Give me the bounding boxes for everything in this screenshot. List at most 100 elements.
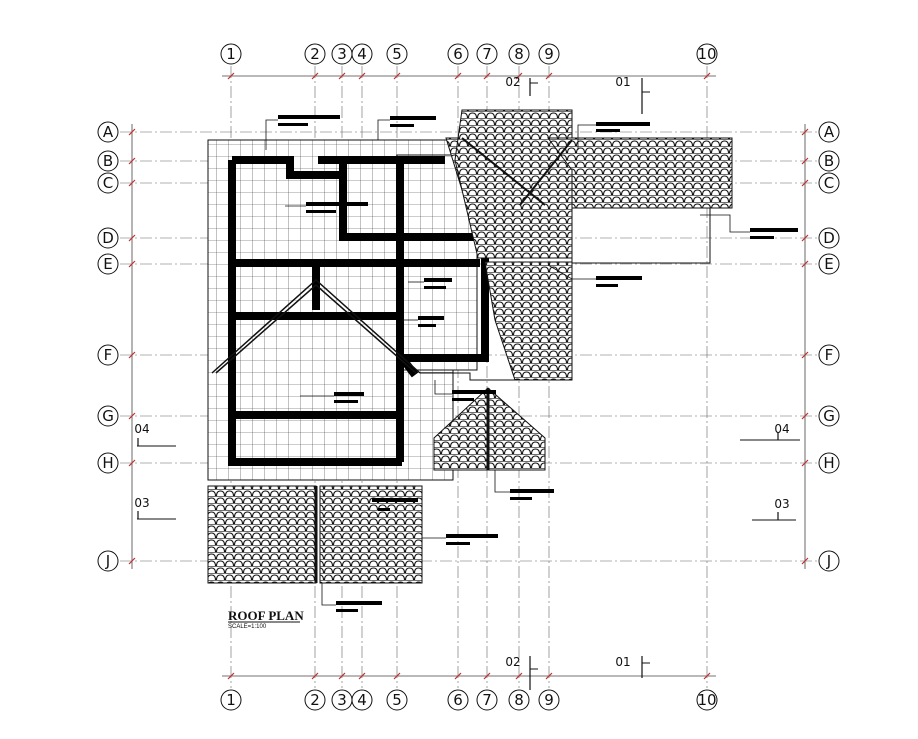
dimension-tick bbox=[128, 157, 136, 165]
grid-bubble-row-C: C bbox=[97, 172, 119, 194]
note-label bbox=[750, 236, 774, 239]
note-label bbox=[596, 129, 620, 132]
grid-label: C bbox=[824, 174, 834, 192]
dimension-tick bbox=[801, 260, 809, 268]
dimension-lines bbox=[128, 72, 809, 680]
grid-label: E bbox=[824, 255, 833, 273]
dimension-tick bbox=[311, 672, 319, 680]
dimension-tick bbox=[128, 412, 136, 420]
section-mark-vertical: 01 bbox=[615, 75, 650, 114]
note-label bbox=[336, 601, 382, 605]
section-mark-vertical: 02 bbox=[505, 75, 538, 96]
dimension-tick bbox=[128, 459, 136, 467]
note-label bbox=[446, 542, 470, 545]
grid-bubble-row-A: A bbox=[818, 121, 840, 143]
dimension-tick bbox=[227, 72, 235, 80]
section-mark-vertical: 02 bbox=[505, 655, 538, 690]
dimension-tick bbox=[515, 72, 523, 80]
dimension-tick bbox=[128, 179, 136, 187]
grid-bubble-col-6: 6 bbox=[447, 689, 469, 711]
grid-label: 4 bbox=[357, 45, 367, 63]
grid-label: 2 bbox=[310, 691, 320, 709]
dimension-tick bbox=[338, 672, 346, 680]
section-mark-horizontal: 04 bbox=[134, 422, 176, 447]
note-leader bbox=[700, 214, 750, 233]
grid-label: D bbox=[102, 229, 114, 247]
svg-text:02: 02 bbox=[505, 75, 520, 89]
dimension-tick bbox=[801, 557, 809, 565]
note-label bbox=[596, 122, 650, 126]
note-leader bbox=[434, 380, 452, 395]
grid-label: H bbox=[823, 454, 834, 472]
grid-bubble-row-G: G bbox=[818, 405, 840, 427]
section-mark-horizontal: 03 bbox=[752, 497, 796, 521]
grid-label: D bbox=[823, 229, 835, 247]
roof-framing-area bbox=[207, 139, 489, 481]
grid-bubble-row-H: H bbox=[97, 452, 119, 474]
tile-plane-upper-center bbox=[454, 109, 573, 259]
grid-label: A bbox=[103, 123, 114, 141]
svg-text:04: 04 bbox=[134, 422, 149, 436]
tile-plane-bottom-right bbox=[319, 485, 423, 584]
grid-label: 3 bbox=[337, 45, 347, 63]
dimension-tick bbox=[801, 412, 809, 420]
grid-label: J bbox=[105, 552, 110, 570]
note-label bbox=[372, 498, 418, 502]
dimension-tick bbox=[801, 128, 809, 136]
dimension-tick bbox=[703, 72, 711, 80]
grid-bubble-col-3: 3 bbox=[331, 689, 353, 711]
svg-text:02: 02 bbox=[505, 655, 520, 669]
note-leader bbox=[265, 119, 278, 150]
drawing-scale: SCALE=1:100 bbox=[228, 624, 267, 630]
grid-label: G bbox=[823, 407, 835, 425]
dimension-tick bbox=[311, 72, 319, 80]
annotation-notes bbox=[265, 115, 798, 612]
dimension-tick bbox=[128, 128, 136, 136]
dimension-tick bbox=[128, 234, 136, 242]
section-mark-horizontal: 03 bbox=[134, 496, 176, 520]
tile-plane-upper-right bbox=[547, 137, 733, 209]
note-label bbox=[418, 324, 436, 327]
roof-tiles bbox=[207, 109, 733, 584]
note-label bbox=[510, 497, 532, 500]
grid-label: 4 bbox=[357, 691, 367, 709]
dimension-tick bbox=[483, 672, 491, 680]
note-label bbox=[424, 286, 446, 289]
grid-bubble-col-1: 1 bbox=[220, 689, 242, 711]
grid-bubble-row-C: C bbox=[818, 172, 840, 194]
dimension-tick bbox=[358, 72, 366, 80]
grid-label: 10 bbox=[697, 691, 716, 709]
grid-bubble-col-7: 7 bbox=[476, 689, 498, 711]
grid-bubble-row-E: E bbox=[97, 253, 119, 275]
dimension-tick bbox=[801, 234, 809, 242]
grid-label: C bbox=[103, 174, 113, 192]
grid-bubble-col-5: 5 bbox=[386, 689, 408, 711]
grid-label: 7 bbox=[482, 691, 492, 709]
grid-label: 1 bbox=[226, 45, 236, 63]
dimension-tick bbox=[128, 260, 136, 268]
dimension-tick bbox=[545, 72, 553, 80]
grid-bubble-row-F: F bbox=[818, 344, 840, 366]
dimension-tick bbox=[801, 157, 809, 165]
tile-plane-middle bbox=[484, 261, 573, 381]
note-label bbox=[390, 116, 436, 120]
grid-label: B bbox=[103, 152, 113, 170]
grid-bubble-row-B: B bbox=[97, 150, 119, 172]
note-leader bbox=[321, 583, 336, 606]
note-label bbox=[452, 390, 496, 394]
grid-label: J bbox=[826, 552, 831, 570]
grid-bubble-row-F: F bbox=[97, 344, 119, 366]
note-label bbox=[306, 202, 368, 206]
note-label bbox=[336, 609, 358, 612]
grid-label: 9 bbox=[544, 691, 554, 709]
dimension-tick bbox=[801, 459, 809, 467]
dimension-tick bbox=[393, 672, 401, 680]
svg-text:01: 01 bbox=[615, 655, 630, 669]
tile-plane-bottom-left bbox=[207, 485, 317, 584]
grid-label: 8 bbox=[514, 45, 524, 63]
grid-bubble-col-4: 4 bbox=[351, 43, 373, 65]
note-label bbox=[452, 398, 474, 401]
grid-label: B bbox=[824, 152, 834, 170]
